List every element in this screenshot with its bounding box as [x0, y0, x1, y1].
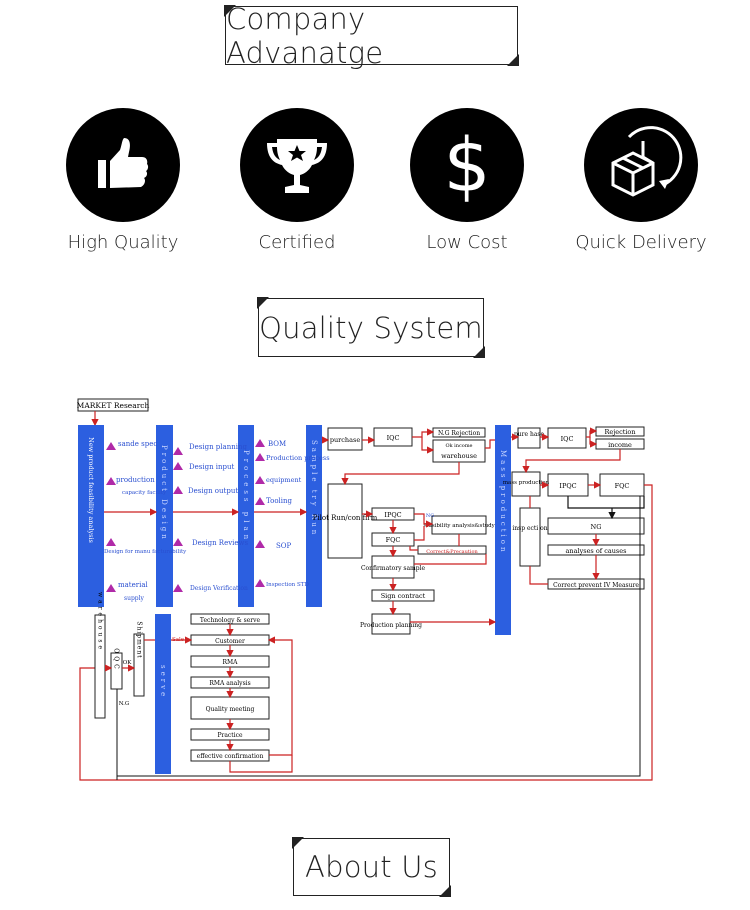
thumbs-up-icon: [66, 108, 180, 222]
product-design-bar: Product Design: [156, 425, 173, 607]
service-step: effective confirmation: [197, 753, 264, 760]
ng2-label: NG: [591, 523, 602, 531]
shipment-label: Shipment: [136, 621, 143, 658]
purchase-label: purchase: [330, 436, 360, 444]
col1-text: capacity facility: [122, 490, 167, 496]
about-us-title-text: About Us: [305, 850, 438, 884]
col3-text: BOM: [268, 440, 286, 448]
warehouse-label: warehouse: [441, 452, 477, 460]
col3-text: Tooling: [266, 497, 293, 505]
income-label: income: [608, 441, 632, 449]
iqc-label: IQC: [387, 434, 400, 442]
analyses-label: analyses of causes: [566, 547, 627, 555]
mass-production-bar-label: Mass production: [499, 450, 507, 554]
process-plan-bar: Process plan: [238, 425, 254, 607]
company-advantage-title-text: Company Advanatge: [226, 1, 384, 70]
warehouse2-label: warehouse: [97, 592, 104, 652]
fqc-label: FQC: [386, 536, 401, 544]
purhase-label: pure hase: [514, 431, 545, 438]
inspection-label: insp ecti on: [512, 525, 547, 532]
ng3-label: N.G: [119, 701, 130, 707]
col2-text: Design input: [189, 463, 235, 471]
confirmatory-label: Confirmatory sample: [361, 565, 425, 572]
advantage-low-cost: $ Low Cost: [392, 108, 542, 253]
fqc2-label: FQC: [615, 482, 630, 490]
service-step: RMA: [223, 659, 239, 666]
service-step: RMA analysis: [209, 680, 250, 687]
ng-label: NG: [426, 513, 434, 519]
pilot-run-label: Pilot Run/con firm: [313, 514, 378, 522]
advantage-label: Certified: [258, 232, 336, 253]
col1-text: material: [118, 581, 149, 589]
col3-text: Inspection STD: [266, 582, 309, 588]
service-step: Customer: [215, 638, 245, 645]
quality-system-title: Quality System: [257, 297, 485, 358]
product-design-bar-label: Product Design: [160, 445, 168, 542]
about-us-title: About Us: [292, 837, 451, 897]
feasibility-bar-label: New product feasibility analysis: [87, 437, 95, 543]
feasibility-bar: New product feasibility analysis: [78, 425, 104, 607]
col2-text: Design planning: [189, 443, 247, 451]
delivery-box-clock-icon: [584, 108, 698, 222]
svg-text:$: $: [443, 125, 490, 205]
col2-text: Design Verification: [190, 585, 248, 592]
process-plan-bar-label: Process plan: [242, 450, 250, 543]
advantage-label: Low Cost: [426, 232, 508, 253]
serve-bar: serve: [155, 614, 171, 774]
market-research-box: MARKET Research: [77, 398, 150, 412]
advantage-quick-delivery: Quick Delivery: [566, 108, 716, 253]
advantage-label: Quick Delivery: [575, 232, 707, 253]
ng-rejection-label: N.G Rejection: [438, 430, 480, 437]
col1-text: production: [116, 476, 155, 484]
col2-text: Design Reviews: [192, 539, 249, 547]
mass-production-label: mass production: [503, 480, 550, 486]
market-research-label: MARKET Research: [77, 401, 150, 410]
mass-production-bar: Mass production: [495, 425, 511, 635]
correct-precaution-label: Correct&Precaution: [426, 549, 478, 555]
feasibility-label: feasibility analysis&study: [423, 523, 495, 529]
production-planning-label: Production planning: [360, 622, 422, 629]
col1-text: Design for manu facturability: [104, 549, 187, 555]
company-advantage-title: Company Advanatge: [224, 2, 519, 70]
col1-text: supply: [124, 595, 145, 602]
sign-contract-label: Sign contract: [381, 592, 426, 600]
correct-prevent-label: Correct prevent IV Measure: [553, 582, 639, 589]
col3-text: SOP: [276, 542, 292, 550]
iqc2-label: IQC: [561, 435, 574, 443]
dollar-icon: $: [410, 108, 524, 222]
advantage-high-quality: High Quality: [48, 108, 198, 253]
col3-text: Production process: [266, 454, 330, 462]
ipqc2-label: IPQC: [559, 482, 576, 490]
ok-label: OK: [123, 660, 133, 666]
col1-text: sande spec: [118, 440, 157, 448]
ipqc-label: IPQC: [384, 511, 401, 519]
service-step: Quality meeting: [206, 706, 255, 713]
sample-try-run-bar: Sample try Run: [306, 425, 322, 607]
service-step: Technology & serve: [200, 617, 261, 624]
advantage-label: High Quality: [67, 232, 179, 253]
col2-text: Design output: [188, 487, 238, 495]
oqc-label: OQC: [113, 648, 120, 671]
quality-system-title-text: Quality System: [259, 310, 483, 345]
sample-try-run-bar-label: Sample try Run: [310, 440, 318, 537]
ok-income-label: Ok income: [445, 443, 472, 449]
advantage-certified: Certified: [222, 108, 372, 253]
trophy-icon: [240, 108, 354, 222]
col3-text: equipment: [266, 476, 302, 484]
rejection-label: Rejection: [604, 428, 635, 436]
service-step: Practice: [217, 732, 243, 739]
serve-bar-label: serve: [159, 665, 167, 699]
